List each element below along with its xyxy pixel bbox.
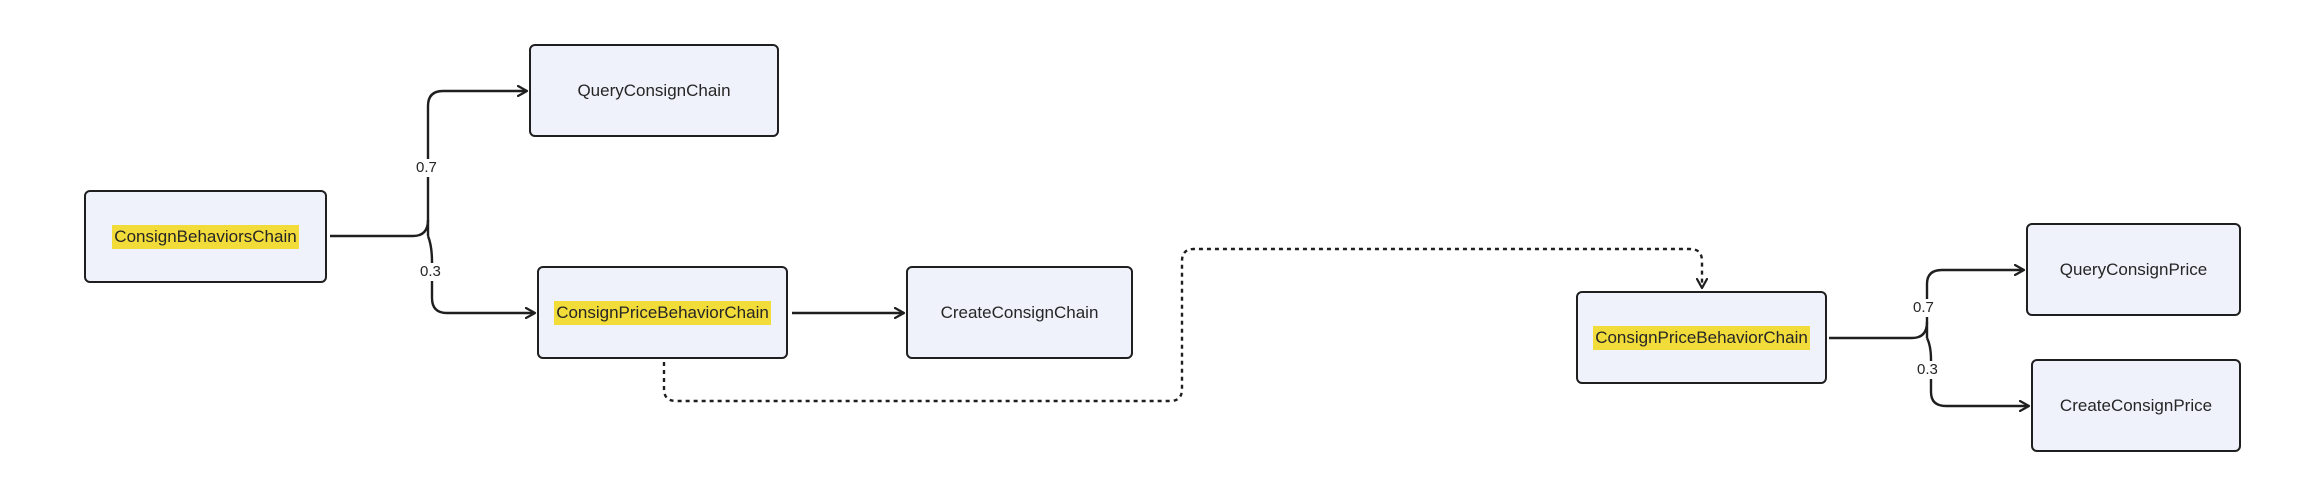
edge-split-to-query-consign-price [1925, 270, 2024, 338]
edge-dashed-link [662, 247, 1702, 403]
node-label: CreateConsignChain [940, 302, 1099, 322]
node-label: CreateConsignPrice [2059, 395, 2213, 415]
edge-behaviors-to-split [330, 219, 430, 238]
node-label: ConsignPriceBehaviorChain [1593, 325, 1810, 350]
node-consign-price-behavior-chain-right[interactable]: ConsignPriceBehaviorChain [1576, 291, 1827, 384]
node-label: ConsignBehaviorsChain [112, 224, 299, 249]
node-query-consign-price[interactable]: QueryConsignPrice [2026, 223, 2241, 316]
node-query-consign-chain[interactable]: QueryConsignChain [529, 44, 779, 137]
node-label: QueryConsignPrice [2059, 259, 2208, 279]
edge-label-left-lower: 0.3 [418, 263, 443, 281]
edge-split-to-create-consign-price [1925, 337, 2029, 406]
edge-right-behavior-to-split [1829, 321, 1929, 340]
node-create-consign-price[interactable]: CreateConsignPrice [2031, 359, 2241, 452]
edge-label-left-upper: 0.7 [414, 159, 439, 177]
node-label: QueryConsignChain [577, 80, 731, 100]
node-label: ConsignPriceBehaviorChain [554, 300, 771, 325]
node-consign-behaviors-chain[interactable]: ConsignBehaviorsChain [84, 190, 327, 283]
node-consign-price-behavior-chain-left[interactable]: ConsignPriceBehaviorChain [537, 266, 788, 359]
node-create-consign-chain[interactable]: CreateConsignChain [906, 266, 1133, 359]
edge-label-right-lower: 0.3 [1915, 361, 1940, 379]
edge-split-to-price-behavior-left [426, 235, 535, 313]
edge-split-to-query-consign-chain [426, 91, 527, 236]
edge-label-right-upper: 0.7 [1911, 299, 1936, 317]
